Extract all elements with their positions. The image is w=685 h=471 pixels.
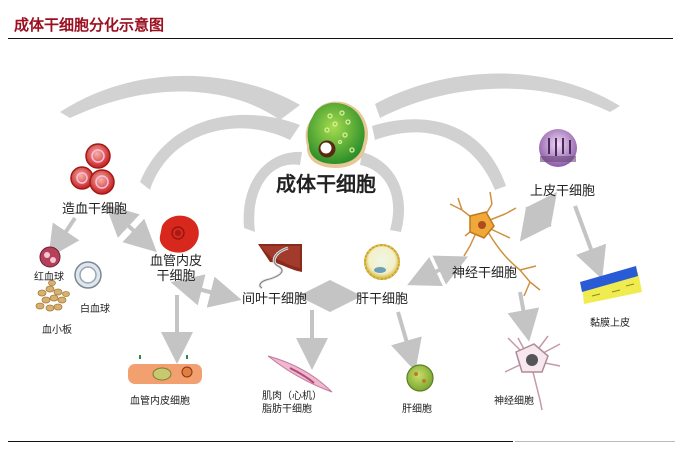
center-node-label: 成体干细胞 (276, 172, 376, 196)
endothelial-cell-label: 血管内皮细胞 (130, 396, 190, 407)
platelet-label: 血小板 (42, 325, 72, 336)
neural-stem-cell-icon (449, 191, 541, 297)
neural-stem-cell-label: 神经干细胞 (452, 266, 518, 281)
mesenchymal-stem-cell-icon (258, 244, 302, 290)
platelet-icon (35, 280, 70, 312)
muscle-label-line2: 脂肪干细胞 (262, 404, 312, 415)
muscle-cell-icon (267, 355, 333, 393)
endothelial-stem-cell-icon (159, 215, 199, 253)
neuron-icon (504, 335, 561, 411)
liver-stem-cell-icon (364, 244, 400, 280)
title-divider (8, 38, 673, 39)
endothelial-cell-icon (128, 355, 202, 384)
muscle-fat-label: 肌肉（心机） 脂肪干细胞 (262, 390, 322, 416)
straight-arrows (48, 192, 607, 372)
red-blood-cell-icon (39, 246, 61, 268)
endothelial-stem-label-line1: 血管内皮 (150, 254, 203, 269)
adult-stem-cell-icon (305, 101, 369, 168)
footer-divider-right (515, 441, 675, 442)
epithelial-stem-cell-icon (539, 129, 577, 167)
page-title: 成体干细胞分化示意图 (14, 16, 165, 34)
mucosa-label: 黏膜上皮 (590, 318, 630, 329)
epithelial-stem-cell-label: 上皮干细胞 (530, 184, 596, 199)
white-blood-cell-icon (74, 261, 102, 289)
endothelial-stem-cell-label: 血管内皮 干细胞 (150, 254, 202, 284)
liver-stem-cell-label: 肝干细胞 (356, 292, 409, 307)
liver-cell-label: 肝细胞 (402, 404, 432, 415)
curved-arrows (60, 73, 620, 232)
neuron-label: 神经细胞 (494, 396, 534, 407)
red-blood-cell-label: 红血球 (34, 272, 64, 283)
footer-divider (8, 441, 513, 442)
endothelial-stem-label-line2: 干细胞 (156, 269, 196, 284)
muscle-label-line1: 肌肉（心机） (262, 391, 322, 402)
mesenchymal-stem-cell-label: 间叶干细胞 (242, 292, 308, 307)
hematopoietic-stem-cell-icon (70, 143, 115, 195)
hematopoietic-stem-cell-label: 造血干细胞 (62, 202, 128, 217)
white-blood-cell-label: 白血球 (80, 304, 110, 315)
liver-cell-icon (406, 364, 434, 392)
mucosa-epithelium-icon (580, 266, 642, 304)
